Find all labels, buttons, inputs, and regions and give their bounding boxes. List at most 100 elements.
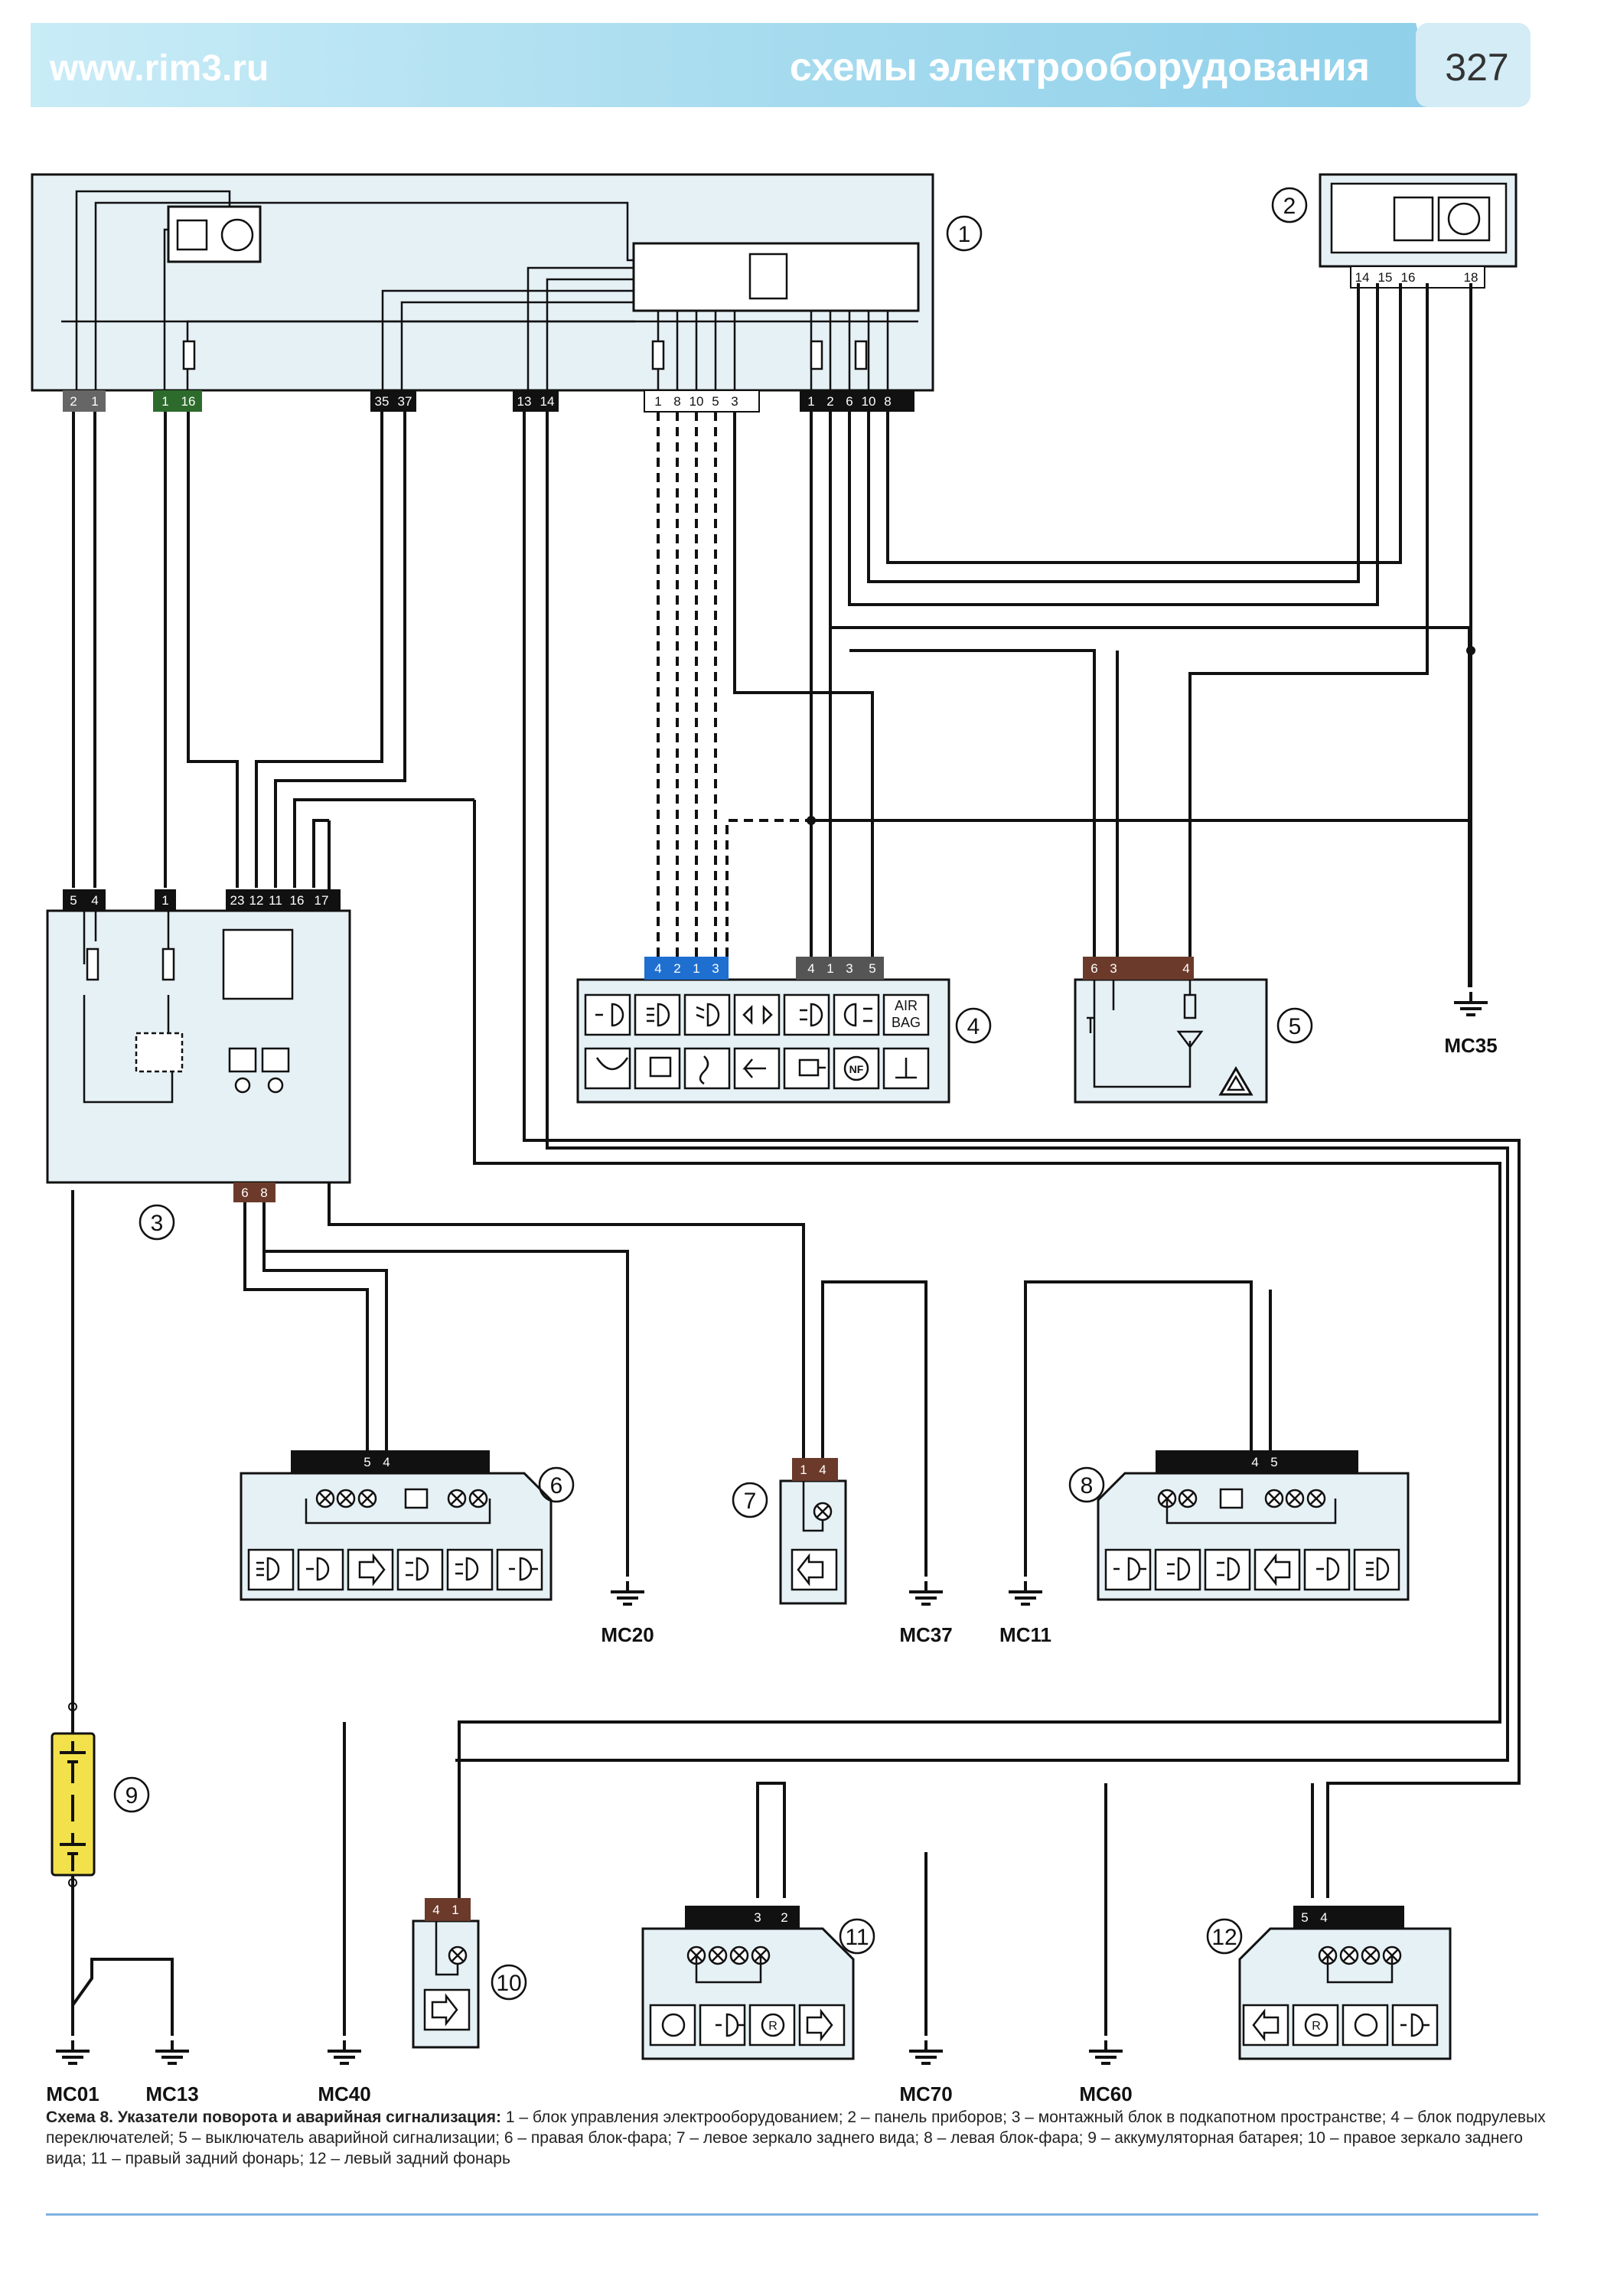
svg-text:МС70: МС70 — [899, 2082, 952, 2105]
ground-mc35: МС35 — [1444, 990, 1498, 1057]
svg-text:R: R — [1312, 2020, 1321, 2033]
label-7: 7 — [744, 1489, 757, 1514]
svg-text:МС01: МС01 — [46, 2082, 99, 2105]
svg-text:МС11: МС11 — [999, 1623, 1051, 1646]
svg-text:16: 16 — [1401, 270, 1416, 285]
instrument-panel-block: 2 14 15 16 18 — [1271, 173, 1518, 289]
svg-text:14: 14 — [540, 394, 555, 409]
svg-text:18: 18 — [1464, 270, 1478, 285]
svg-text:1: 1 — [693, 961, 699, 976]
svg-text:16: 16 — [181, 394, 196, 409]
svg-text:2: 2 — [781, 1910, 787, 1925]
svg-text:13: 13 — [517, 394, 532, 409]
chip-icon — [1393, 196, 1434, 242]
svg-text:35: 35 — [375, 394, 390, 409]
svg-text:МС60: МС60 — [1079, 2082, 1132, 2105]
svg-text:15: 15 — [1378, 270, 1393, 285]
svg-text:14: 14 — [1355, 270, 1370, 285]
wires — [71, 283, 1521, 2036]
svg-text:10: 10 — [862, 394, 876, 409]
ground-mc37: МС37 — [899, 1580, 953, 1646]
left-headlight-block: 4 5 8 — [1068, 1450, 1410, 1601]
label-12: 12 — [1211, 1925, 1237, 1950]
arrow-left-icon — [797, 1553, 824, 1587]
svg-text:МС35: МС35 — [1444, 1034, 1497, 1057]
label-1: 1 — [958, 222, 971, 247]
right-tail-light-block: 3 2 R 11 — [641, 1906, 875, 2060]
label-8: 8 — [1081, 1473, 1094, 1499]
right-mirror-block: 4 1 10 — [412, 1898, 527, 2049]
svg-text:3: 3 — [731, 394, 738, 409]
svg-text:11: 11 — [269, 893, 282, 908]
svg-text:МС40: МС40 — [318, 2082, 370, 2105]
svg-text:10: 10 — [690, 394, 704, 409]
svg-text:1: 1 — [826, 961, 833, 976]
page-number: 327 — [1445, 46, 1508, 89]
svg-text:4: 4 — [807, 961, 814, 976]
svg-text:17: 17 — [315, 893, 329, 908]
svg-text:37: 37 — [398, 394, 412, 409]
svg-text:23: 23 — [230, 893, 245, 908]
svg-text:16: 16 — [290, 893, 305, 908]
junction-dots — [68, 646, 1475, 1887]
hazard-triangle-icon — [1218, 1066, 1254, 1096]
label-2: 2 — [1283, 194, 1296, 219]
nf-label: NF — [849, 1063, 864, 1075]
svg-text:1: 1 — [654, 394, 661, 409]
ground-mc13: МС13 — [145, 2039, 199, 2105]
site-url[interactable]: www.rim3.ru — [49, 48, 269, 89]
svg-text:5: 5 — [363, 1455, 370, 1469]
svg-text:4: 4 — [819, 1463, 826, 1477]
label-9: 9 — [126, 1783, 139, 1808]
arrow-right-icon — [431, 1993, 458, 2027]
svg-text:5: 5 — [712, 394, 719, 409]
hazard-switch-block: 5 — [1074, 978, 1313, 1104]
right-headlight-block: 5 4 6 — [240, 1450, 575, 1601]
svg-text:МС20: МС20 — [601, 1623, 654, 1646]
svg-text:1: 1 — [91, 394, 98, 409]
svg-text:1: 1 — [452, 1903, 458, 1917]
label-11: 11 — [845, 1925, 869, 1950]
label-6: 6 — [550, 1473, 563, 1499]
relay-switch-icon — [135, 1032, 184, 1073]
svg-text:3: 3 — [754, 1910, 761, 1925]
svg-text:2: 2 — [70, 394, 77, 409]
svg-text:3: 3 — [1110, 961, 1117, 976]
svg-text:8: 8 — [673, 394, 680, 409]
caption-text: 1 – блок управления электрооборудованием… — [46, 2108, 1546, 2167]
figure-caption: Схема 8. Указатели поворота и аварийная … — [46, 2107, 1546, 2169]
svg-text:5: 5 — [1270, 1455, 1277, 1469]
svg-text:2: 2 — [826, 394, 833, 409]
gauge-icon — [1447, 202, 1481, 236]
ground-mc60: МС60 — [1079, 2039, 1133, 2105]
svg-text:3: 3 — [712, 961, 719, 976]
svg-text:R: R — [768, 2020, 778, 2033]
left-tail-light-block: 5 4 R 12 — [1206, 1906, 1452, 2060]
svg-text:1: 1 — [161, 394, 168, 409]
svg-text:1: 1 — [807, 394, 814, 409]
svg-text:4: 4 — [432, 1903, 439, 1917]
page-header: www.rim3.ru схемы электрооборудования 32… — [31, 23, 1531, 107]
label-4: 4 — [967, 1014, 980, 1039]
ground-mc40: МС40 — [318, 2039, 371, 2105]
ground-mc20: МС20 — [601, 1580, 654, 1646]
svg-text:6: 6 — [241, 1186, 248, 1200]
svg-text:2: 2 — [673, 961, 680, 976]
ground-mc70: МС70 — [899, 2039, 953, 2105]
svg-text:5: 5 — [1301, 1910, 1308, 1925]
svg-text:5: 5 — [869, 961, 875, 976]
battery: 9 — [51, 1703, 150, 1887]
label-5: 5 — [1289, 1014, 1302, 1039]
svg-text:4: 4 — [383, 1455, 390, 1469]
svg-text:1: 1 — [800, 1463, 807, 1477]
caption-title: Схема 8. Указатели поворота и аварийная … — [46, 2108, 502, 2126]
svg-text:4: 4 — [1182, 961, 1189, 976]
relay-chip-icon — [222, 928, 294, 1000]
caption-divider — [46, 2213, 1538, 2216]
airbag-label-2: BAG — [892, 1015, 921, 1030]
svg-text:1: 1 — [161, 893, 168, 908]
